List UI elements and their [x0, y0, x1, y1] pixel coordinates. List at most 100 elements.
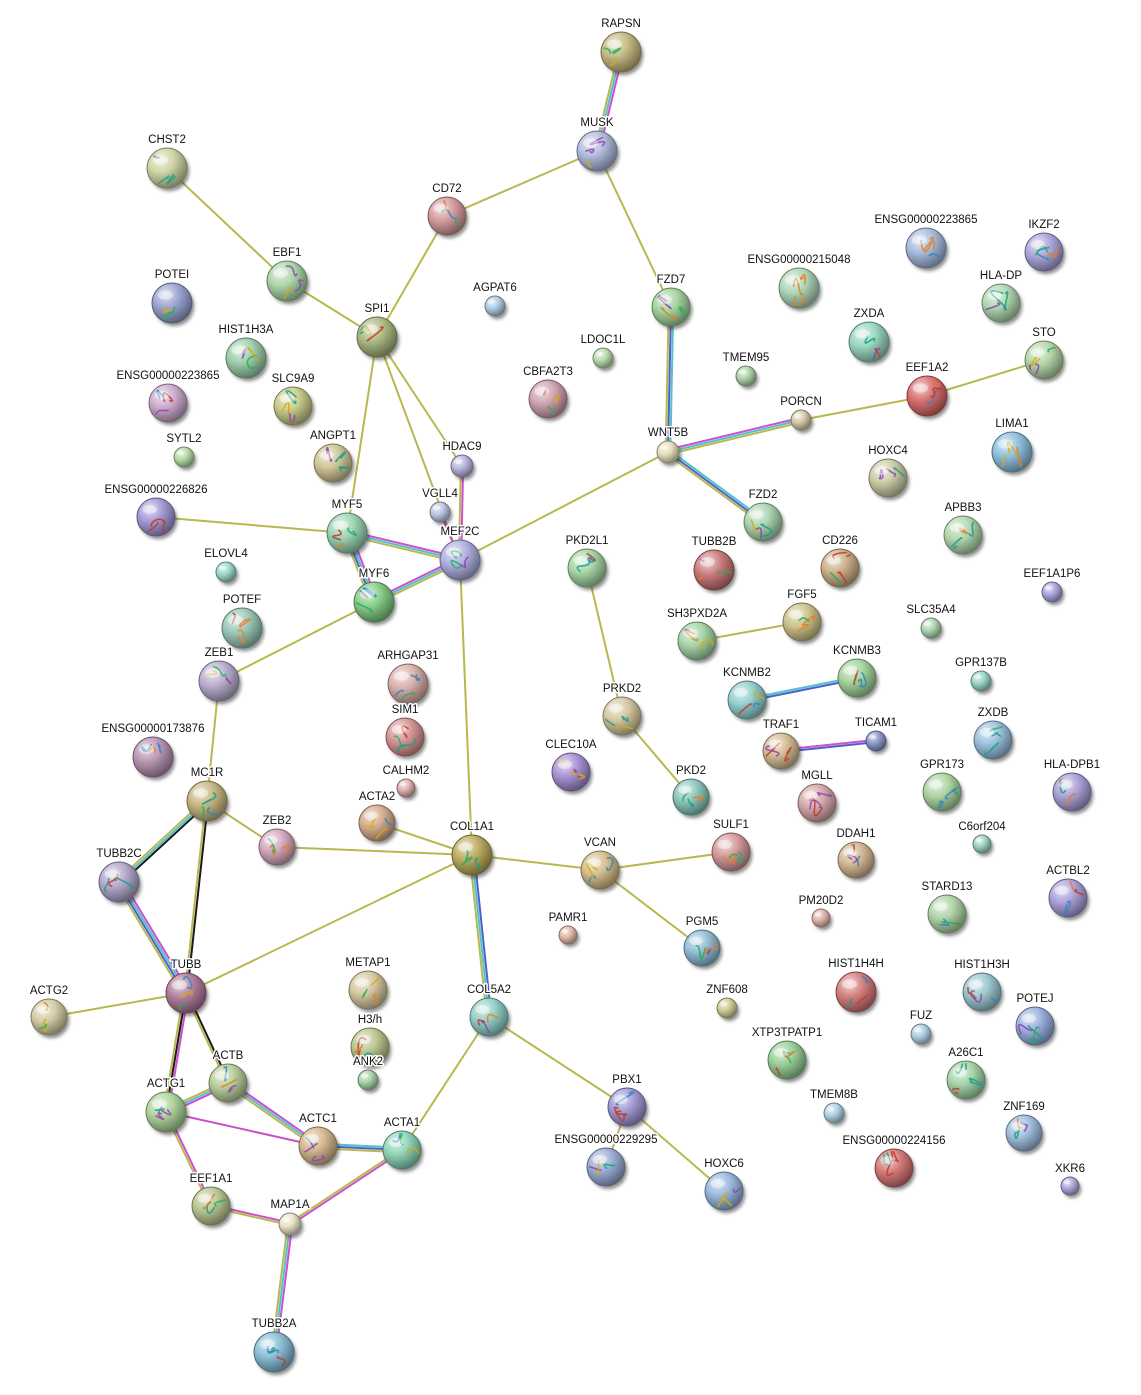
protein-node[interactable]: SULF1: [711, 818, 753, 875]
protein-node[interactable]: XKR6: [1053, 1162, 1087, 1199]
protein-node[interactable]: MYF6: [351, 567, 397, 626]
protein-node[interactable]: ENSG00000229295: [553, 1133, 659, 1190]
interaction-edge[interactable]: [166, 167, 288, 282]
protein-node[interactable]: VCAN: [580, 836, 622, 893]
protein-node[interactable]: MUSK: [576, 116, 620, 175]
interaction-edge[interactable]: [596, 150, 672, 308]
protein-node[interactable]: RAPSN: [598, 17, 644, 76]
protein-node[interactable]: ZEB2: [258, 814, 298, 869]
protein-node[interactable]: ZXDA: [848, 307, 892, 368]
protein-node[interactable]: ELOVL4: [203, 547, 250, 586]
protein-node[interactable]: PORCN: [779, 395, 823, 434]
interaction-edge[interactable]: [446, 150, 598, 217]
protein-node[interactable]: SIM1: [385, 703, 427, 760]
protein-node[interactable]: ANK2: [351, 1055, 385, 1094]
interaction-edge[interactable]: [667, 419, 802, 453]
protein-node[interactable]: MGLL: [797, 769, 839, 826]
protein-node[interactable]: XTP3TPATP1: [750, 1026, 824, 1085]
protein-node[interactable]: STARD13: [920, 880, 974, 938]
protein-node[interactable]: ENSG00000223865: [115, 369, 221, 426]
protein-node[interactable]: IKZF2: [1024, 218, 1066, 275]
protein-node[interactable]: PM20D2: [797, 894, 845, 931]
interaction-edge[interactable]: [667, 421, 803, 456]
protein-node[interactable]: HOXC4: [867, 444, 910, 501]
protein-node[interactable]: SYTL2: [165, 432, 203, 471]
protein-node[interactable]: FGF5: [782, 588, 824, 645]
protein-node[interactable]: FZD7: [651, 273, 693, 330]
protein-node[interactable]: MYF5: [326, 498, 370, 557]
protein-node[interactable]: MEF2C: [439, 525, 483, 584]
interaction-edge[interactable]: [273, 1223, 291, 1353]
interaction-edge[interactable]: [155, 516, 348, 534]
protein-node[interactable]: A26C1: [946, 1046, 988, 1103]
interaction-edge[interactable]: [459, 559, 473, 856]
interaction-edge[interactable]: [270, 1222, 289, 1353]
protein-node[interactable]: METAP1: [344, 956, 392, 1013]
protein-node[interactable]: ZEB1: [198, 646, 242, 705]
interaction-edge[interactable]: [275, 1223, 294, 1354]
protein-node[interactable]: PKD2: [672, 764, 712, 819]
protein-node[interactable]: CLEC10A: [544, 738, 598, 795]
protein-node[interactable]: COL5A2: [465, 983, 513, 1040]
protein-node[interactable]: SLC9A9: [270, 372, 316, 429]
interaction-edge[interactable]: [459, 451, 669, 561]
protein-node[interactable]: ACTB: [208, 1049, 250, 1106]
interaction-edge[interactable]: [165, 1111, 319, 1147]
protein-node[interactable]: HIST1H3A: [217, 323, 275, 382]
interaction-edge[interactable]: [668, 449, 766, 522]
protein-node[interactable]: EEF1A2: [904, 361, 950, 420]
protein-node[interactable]: ENSG00000223865: [873, 213, 979, 272]
protein-node[interactable]: LDOC1L: [579, 333, 627, 372]
protein-node[interactable]: TUBB2A: [250, 1317, 298, 1376]
protein-node[interactable]: TUBB2C: [95, 847, 143, 906]
interaction-edge[interactable]: [669, 306, 675, 454]
protein-node[interactable]: TMEM95: [721, 351, 771, 390]
interaction-edge[interactable]: [667, 451, 764, 523]
protein-node[interactable]: CD72: [427, 182, 469, 239]
protein-node[interactable]: HDAC9: [441, 440, 483, 481]
protein-node[interactable]: ENSG00000215048: [746, 253, 852, 312]
interaction-edge[interactable]: [664, 305, 670, 453]
interaction-edge[interactable]: [401, 1016, 490, 1151]
protein-node[interactable]: HLA-DPB1: [1042, 758, 1102, 815]
protein-node[interactable]: STO: [1024, 326, 1066, 383]
protein-node[interactable]: ENSG00000226826: [103, 483, 209, 540]
protein-node[interactable]: SPI1: [356, 302, 400, 361]
interaction-edge[interactable]: [488, 1016, 628, 1108]
interaction-edge[interactable]: [586, 567, 623, 717]
protein-node[interactable]: ACTBL2: [1045, 864, 1091, 921]
interaction-edge[interactable]: [471, 854, 490, 1018]
interaction-edge[interactable]: [376, 336, 463, 467]
protein-node[interactable]: FUZ: [908, 1009, 934, 1048]
protein-node[interactable]: TUBB: [165, 958, 209, 1017]
protein-node[interactable]: CHST2: [146, 133, 190, 192]
protein-node[interactable]: CD226: [820, 534, 862, 591]
protein-node[interactable]: H3/h: [350, 1013, 392, 1070]
interaction-edge[interactable]: [183, 799, 207, 994]
protein-node[interactable]: TUBB2B: [689, 535, 738, 594]
protein-node[interactable]: COL1A1: [448, 820, 496, 879]
protein-node[interactable]: HOXC6: [703, 1157, 746, 1214]
protein-node[interactable]: DDAH1: [835, 827, 877, 882]
protein-node[interactable]: TMEM8B: [809, 1088, 860, 1127]
protein-node[interactable]: SH3PXD2A: [665, 607, 729, 664]
protein-node[interactable]: POTEJ: [1015, 992, 1057, 1049]
protein-node[interactable]: POTEI: [151, 268, 195, 327]
protein-node[interactable]: HIST1H3H: [953, 958, 1011, 1015]
protein-node[interactable]: KCNMB2: [722, 666, 772, 723]
protein-node[interactable]: PRKD2: [601, 682, 644, 739]
interaction-edge[interactable]: [218, 601, 375, 682]
interaction-edge[interactable]: [800, 395, 928, 421]
protein-node[interactable]: SLC35A4: [905, 603, 958, 642]
protein-node[interactable]: CBFA2T3: [522, 365, 574, 422]
protein-node[interactable]: ANGPT1: [308, 429, 358, 486]
interaction-edge[interactable]: [473, 853, 493, 1018]
protein-node[interactable]: EEF1A1P6: [1022, 567, 1082, 606]
protein-node[interactable]: TICAM1: [853, 716, 899, 755]
interaction-edge[interactable]: [288, 1148, 403, 1225]
protein-node[interactable]: PGM5: [683, 915, 723, 970]
protein-node[interactable]: AGPAT6: [472, 281, 518, 320]
protein-node[interactable]: WNT5B: [646, 426, 690, 467]
protein-node[interactable]: PAMR1: [547, 911, 589, 948]
protein-node[interactable]: LIMA1: [991, 417, 1035, 476]
